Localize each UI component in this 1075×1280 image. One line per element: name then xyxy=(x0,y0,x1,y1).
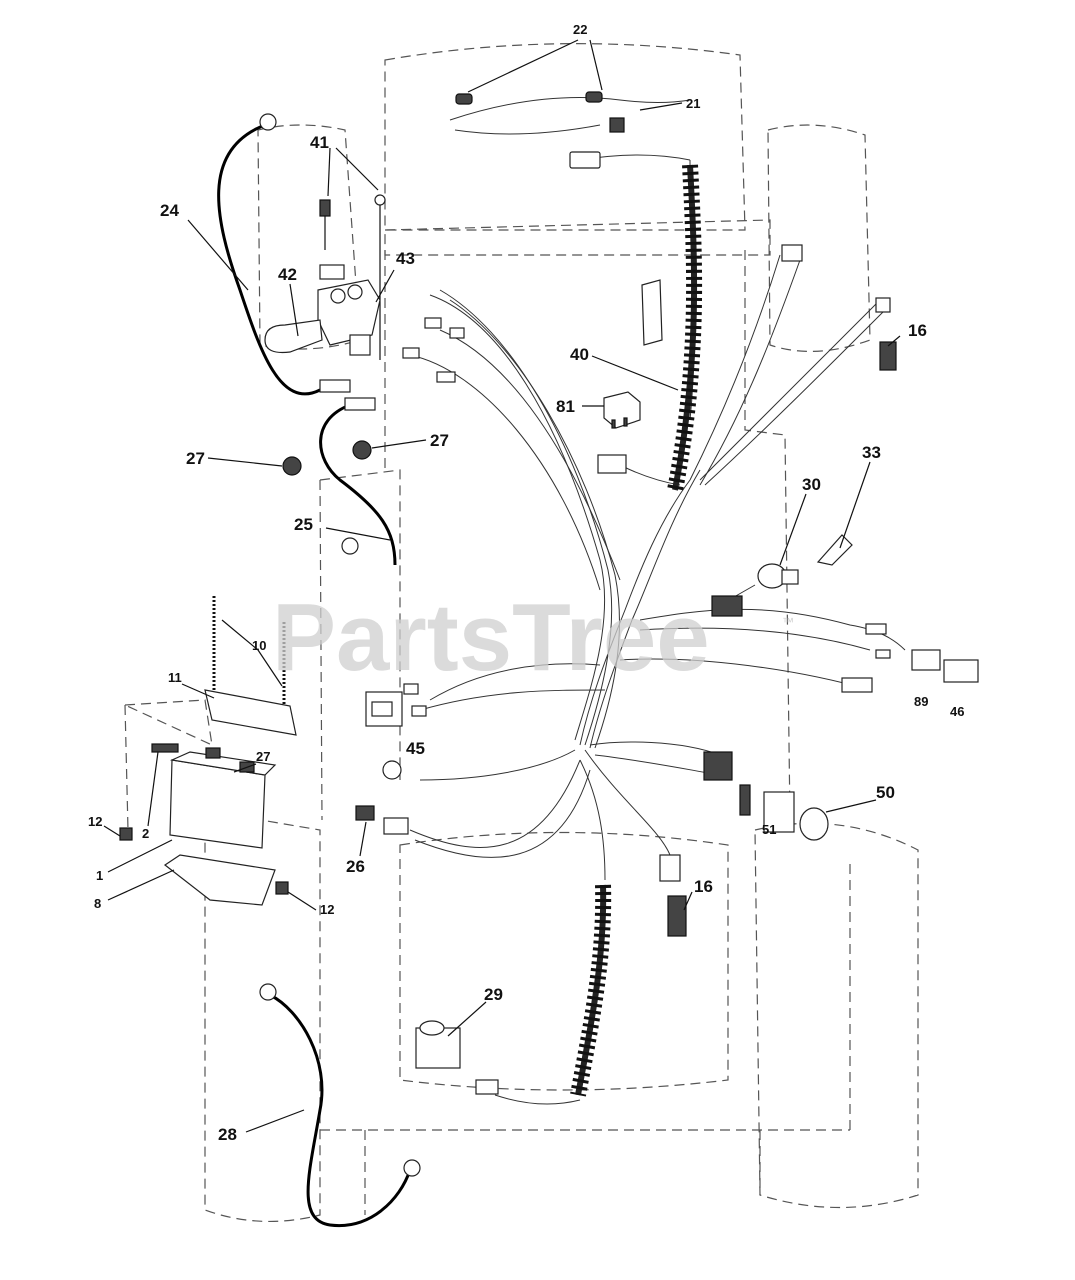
callout-27-battery: 27 xyxy=(256,749,270,764)
callout-33: 33 xyxy=(862,443,881,462)
conduit-lower xyxy=(570,884,612,1097)
connector-icon xyxy=(449,327,465,339)
clip-icon xyxy=(275,881,289,895)
callout-16-top: 16 xyxy=(908,321,927,340)
callout-45: 45 xyxy=(406,739,425,758)
connector-icon xyxy=(865,623,887,635)
terminal-boot-icon xyxy=(264,319,323,354)
ring-terminal-icon xyxy=(344,397,376,411)
conduit-40 xyxy=(667,164,703,492)
callout-25: 25 xyxy=(294,515,313,534)
bolt-icon xyxy=(319,194,386,360)
callout-12-left: 12 xyxy=(88,814,102,829)
callout-10: 10 xyxy=(252,638,266,653)
switch-icon xyxy=(641,279,663,346)
switch-29-icon xyxy=(415,1020,461,1069)
callout-41: 41 xyxy=(310,133,329,152)
nut-icon xyxy=(352,440,372,460)
callout-50: 50 xyxy=(876,783,895,802)
wire-harness xyxy=(409,97,906,1105)
connector-icon xyxy=(402,347,420,359)
watermark: PartsTree xyxy=(272,584,710,691)
connector-icon xyxy=(609,117,625,133)
parts xyxy=(119,91,979,1177)
leader-lines xyxy=(103,39,901,1133)
fuse-icon xyxy=(355,805,409,835)
screw-icon xyxy=(151,743,179,753)
callout-26: 26 xyxy=(346,857,365,876)
bracket-icon xyxy=(816,534,853,566)
switch-16-icon xyxy=(875,297,897,371)
callout-8: 8 xyxy=(94,896,101,911)
connector-icon xyxy=(475,1079,499,1095)
ring-terminal-icon xyxy=(259,113,277,131)
connector-icon xyxy=(875,649,891,659)
connector-icon xyxy=(403,683,419,695)
callout-40: 40 xyxy=(570,345,589,364)
connector-icon xyxy=(597,454,627,474)
module-45-icon xyxy=(365,691,403,727)
connector-icon xyxy=(841,677,873,693)
clip-icon xyxy=(119,827,133,841)
relay-icon xyxy=(603,391,641,429)
callout-1: 1 xyxy=(96,868,103,883)
callout-51: 51 xyxy=(762,822,776,837)
ring-terminal-icon xyxy=(259,983,277,1001)
connector-icon xyxy=(436,371,456,383)
ignition-switch-icon xyxy=(757,563,799,589)
callout-11: 11 xyxy=(168,670,182,685)
callout-2: 2 xyxy=(142,826,149,841)
ring-terminal-icon xyxy=(341,537,359,555)
callout-89: 89 xyxy=(914,694,928,709)
switch-16-icon xyxy=(659,854,687,937)
switch-50-icon xyxy=(763,791,829,841)
bulb-icon xyxy=(455,91,603,105)
callout-24: 24 xyxy=(160,201,179,220)
callout-21: 21 xyxy=(686,96,700,111)
callout-28: 28 xyxy=(218,1125,237,1144)
cables xyxy=(217,123,412,1228)
nut-icon xyxy=(282,456,302,476)
ring-terminal-icon xyxy=(319,379,351,393)
callout-22: 22 xyxy=(573,22,587,37)
connector-51-icon xyxy=(739,784,751,816)
connector-icon xyxy=(781,244,803,262)
callout-46: 46 xyxy=(950,704,964,719)
watermark-trademark: ™ xyxy=(782,615,794,629)
solenoid-icon xyxy=(317,264,381,356)
callout-42: 42 xyxy=(278,265,297,284)
callout-12-right: 12 xyxy=(320,902,334,917)
callout-43: 43 xyxy=(396,249,415,268)
bolt-icon xyxy=(212,596,286,710)
callouts: 22 21 41 24 42 43 16 40 81 27 27 33 30 2… xyxy=(88,22,964,1144)
connector-icon xyxy=(411,705,427,717)
connector-icon xyxy=(703,751,733,781)
connector-icon xyxy=(711,595,743,617)
hold-down-bracket-icon xyxy=(204,689,297,736)
connector-icon xyxy=(569,151,601,169)
ring-terminal-icon xyxy=(403,1159,421,1177)
callout-30: 30 xyxy=(802,475,821,494)
callout-81: 81 xyxy=(556,397,575,416)
callout-27-right: 27 xyxy=(430,431,449,450)
callout-27-left: 27 xyxy=(186,449,205,468)
connector-89-icon xyxy=(911,649,941,671)
battery-tray-icon xyxy=(163,854,276,906)
ring-terminal-icon xyxy=(382,760,402,780)
callout-16-bottom: 16 xyxy=(694,877,713,896)
battery-icon xyxy=(169,747,277,849)
connector-46-icon xyxy=(943,659,979,683)
connector-icon xyxy=(424,317,442,329)
callout-29: 29 xyxy=(484,985,503,1004)
